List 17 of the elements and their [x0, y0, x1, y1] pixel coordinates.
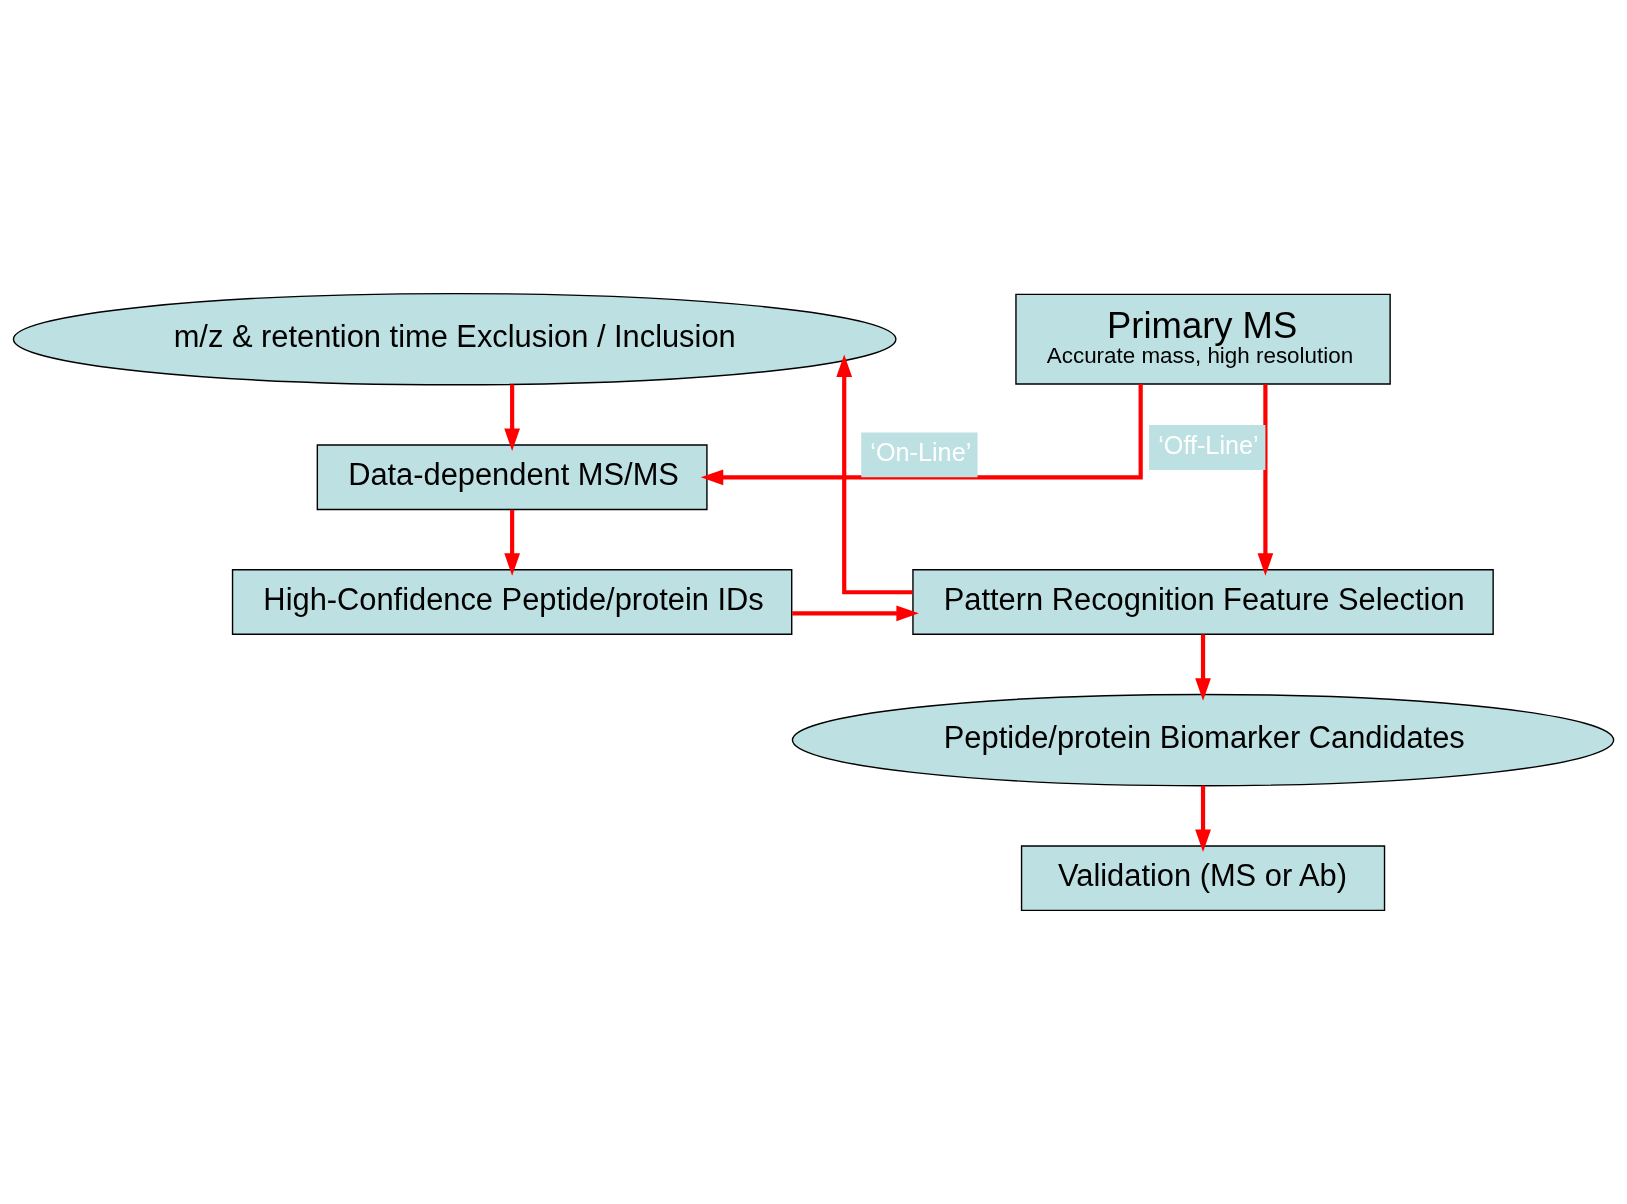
node-box: Validation (MS or Ab) — [1020, 845, 1386, 912]
arrow — [504, 384, 520, 451]
arrow — [700, 384, 1143, 486]
arrow — [504, 510, 520, 576]
node-ellipse: Peptide/protein Biomarker Candidates — [791, 693, 1615, 787]
node-box: High-Confidence Peptide/protein IDs — [231, 569, 793, 635]
node-box: Pattern Recognition Feature Selection — [912, 569, 1494, 635]
edge-label: ‘Off-Line’ — [1158, 430, 1259, 459]
arrow — [792, 605, 919, 622]
arrow — [1195, 634, 1211, 701]
edge-label: ‘On-Line’ — [870, 438, 972, 467]
node-box: Primary MS Accurate mass, high resolution — [1015, 293, 1391, 385]
node-box: Data-dependent MS/MS — [316, 444, 708, 511]
arrow — [836, 354, 913, 595]
arrow — [1257, 384, 1274, 576]
arrow — [1195, 785, 1211, 853]
node-ellipse: m/z & retention time Exclusion / Inclusion — [12, 292, 897, 386]
